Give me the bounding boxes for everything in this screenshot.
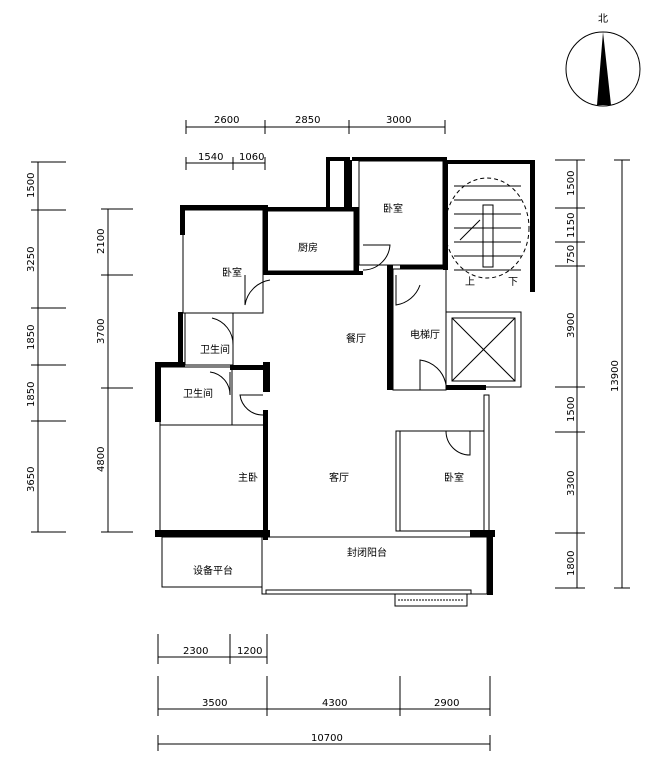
label-bedroom-top: 卧室 [383,202,403,215]
dim-right-1800: 1800 [566,551,577,576]
room-labels: 卧室 厨房 卧室 卫生间 卫生间 餐厅 电梯厅 主卧 客厅 卧室 设备平台 封闭… [183,202,464,577]
dim-top-2850: 2850 [295,115,320,126]
stair-down-label: 下 [508,277,518,288]
label-enclosed-balcony: 封闭阳台 [347,546,387,559]
dim-left-3250: 3250 [26,247,37,272]
top-dimensions: 2600 2850 3000 1540 1060 [185,115,446,170]
label-elevator-hall: 电梯厅 [410,328,440,341]
dim-bottom-total: 10700 [311,733,343,744]
door-bedroom-left [244,275,271,306]
staircase: 上 下 [444,177,530,288]
north-label: 北 [598,13,608,25]
door-bedroom-right [445,430,471,456]
left-dimensions: 1500 3250 1850 1850 3650 2100 3700 4800 [26,161,133,533]
dim-right-1150: 1150 [566,213,577,238]
dim-right-3300: 3300 [566,471,577,496]
dim-left-3650: 3650 [26,467,37,492]
label-equipment-platform: 设备平台 [193,564,233,577]
dim-top-3000: 3000 [386,115,411,126]
right-dimensions: 1500 1150 750 3900 1500 3300 1800 13900 [555,159,630,589]
label-bath2: 卫生间 [183,387,213,400]
dim-right-total: 13900 [610,360,621,392]
compass: 北 [565,13,641,107]
stair-up-label: 上 [465,276,475,288]
dim-top-1540: 1540 [198,152,223,163]
bottom-dimensions: 2300 1200 3500 4300 2900 10700 [157,634,491,751]
label-bedroom-left: 卧室 [222,266,242,279]
dim-left-2100: 2100 [96,229,107,254]
door-bedroom-top [362,244,391,271]
dim-bottom-1200: 1200 [237,646,262,657]
dim-top-1060: 1060 [239,152,264,163]
dim-left-1850b: 1850 [26,382,37,407]
dim-bottom-3500: 3500 [202,698,227,709]
dim-left-1850a: 1850 [26,325,37,350]
dim-bottom-2300: 2300 [183,646,208,657]
door-elevator-hall [395,275,421,306]
label-living: 客厅 [329,471,349,484]
label-dining: 餐厅 [346,332,366,345]
dim-right-3900: 3900 [566,313,577,338]
label-bath1: 卫生间 [200,343,230,356]
dim-left-4800: 4800 [96,447,107,472]
door-entry [419,359,447,390]
door-bath2 [209,371,231,396]
door-swings [209,244,471,456]
north-arrow-icon [597,32,611,105]
door-master [239,394,264,416]
label-kitchen: 厨房 [298,241,318,254]
dim-right-1500a: 1500 [566,171,577,196]
dim-left-3700: 3700 [96,319,107,344]
dim-top-2600: 2600 [214,115,239,126]
door-bath1 [211,317,234,346]
dim-right-750: 750 [566,245,577,264]
room-outlines [159,160,488,607]
dim-right-1500b: 1500 [566,397,577,422]
label-bedroom-right: 卧室 [444,471,464,484]
stair-outline [444,177,530,279]
label-master-bedroom: 主卧 [238,471,258,484]
dim-bottom-2900: 2900 [434,698,459,709]
dim-left-1500: 1500 [26,173,37,198]
dim-bottom-4300: 4300 [322,698,347,709]
